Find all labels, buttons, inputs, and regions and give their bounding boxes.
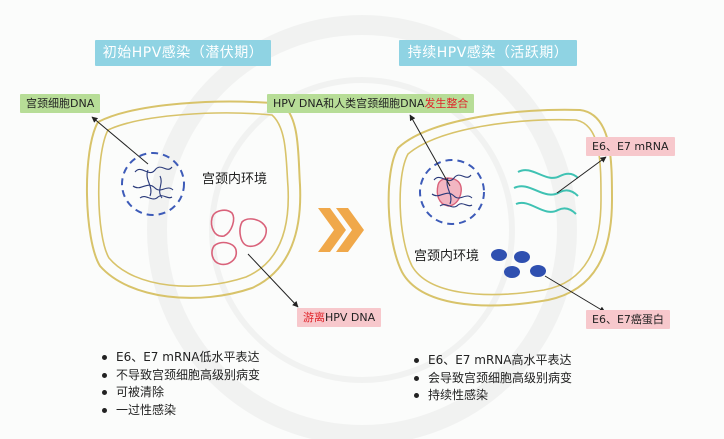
- right-panel-title: 持续HPV感染（活跃期）: [399, 40, 577, 66]
- integration-highlight: 发生整合: [424, 97, 469, 110]
- free-hpv-dna-shape: [211, 241, 238, 266]
- arrow-to-mrna-label: [556, 156, 607, 194]
- list-item: 不导致宫颈细胞高级别病变: [100, 367, 260, 385]
- right-cell: [387, 108, 614, 307]
- arrow-to-free-dna-label: [247, 253, 299, 308]
- free-hpv-dna-shape: [210, 209, 235, 237]
- arrow-to-dna-label: [91, 116, 149, 165]
- mrna-label: E6、E7 mRNA: [586, 137, 675, 156]
- left-cell-dna-icon: [132, 166, 174, 200]
- oncoprotein-icon: [491, 249, 546, 278]
- watermark-seal: [147, 15, 577, 439]
- right-environment-label: 宫颈内环境: [414, 249, 480, 264]
- right-cell-dna-icon: [431, 174, 473, 208]
- left-cell: [85, 100, 302, 299]
- left-environment-label: 宫颈内环境: [202, 172, 268, 187]
- list-item: E6、E7 mRNA高水平表达: [412, 352, 572, 370]
- left-bullet-list: E6、E7 mRNA低水平表达 不导致宫颈细胞高级别病变 可被清除 一过性感染: [100, 349, 260, 419]
- free-hpv-dna-label: 游离HPV DNA: [297, 308, 382, 327]
- free-hpv-dna-shape: [239, 218, 268, 248]
- list-item: E6、E7 mRNA低水平表达: [100, 349, 260, 367]
- left-nucleus: [121, 152, 185, 216]
- integration-prefix: HPV DNA和人类宫颈细胞DNA: [273, 97, 425, 110]
- mrna-wave-icon: [513, 169, 579, 215]
- free-dna-highlight: 游离: [303, 311, 325, 324]
- arrow-to-oncoprotein-label: [544, 275, 606, 313]
- free-dna-rest: HPV DNA: [325, 311, 376, 324]
- cervical-cell-dna-label: 宫颈细胞DNA: [20, 94, 101, 113]
- list-item: 可被清除: [100, 384, 260, 402]
- list-item: 会导致宫颈细胞高级别病变: [412, 370, 572, 388]
- arrow-to-integration-label: [409, 114, 451, 187]
- list-item: 持续性感染: [412, 387, 572, 405]
- right-bullet-list: E6、E7 mRNA高水平表达 会导致宫颈细胞高级别病变 持续性感染: [412, 352, 572, 405]
- right-nucleus: [419, 159, 485, 225]
- oncoprotein-label: E6、E7癌蛋白: [586, 310, 670, 329]
- left-panel-title: 初始HPV感染（潜伏期）: [95, 40, 271, 66]
- list-item: 一过性感染: [100, 402, 260, 420]
- progression-arrow-icon: [318, 208, 364, 252]
- integration-label: HPV DNA和人类宫颈细胞DNA发生整合: [267, 94, 475, 113]
